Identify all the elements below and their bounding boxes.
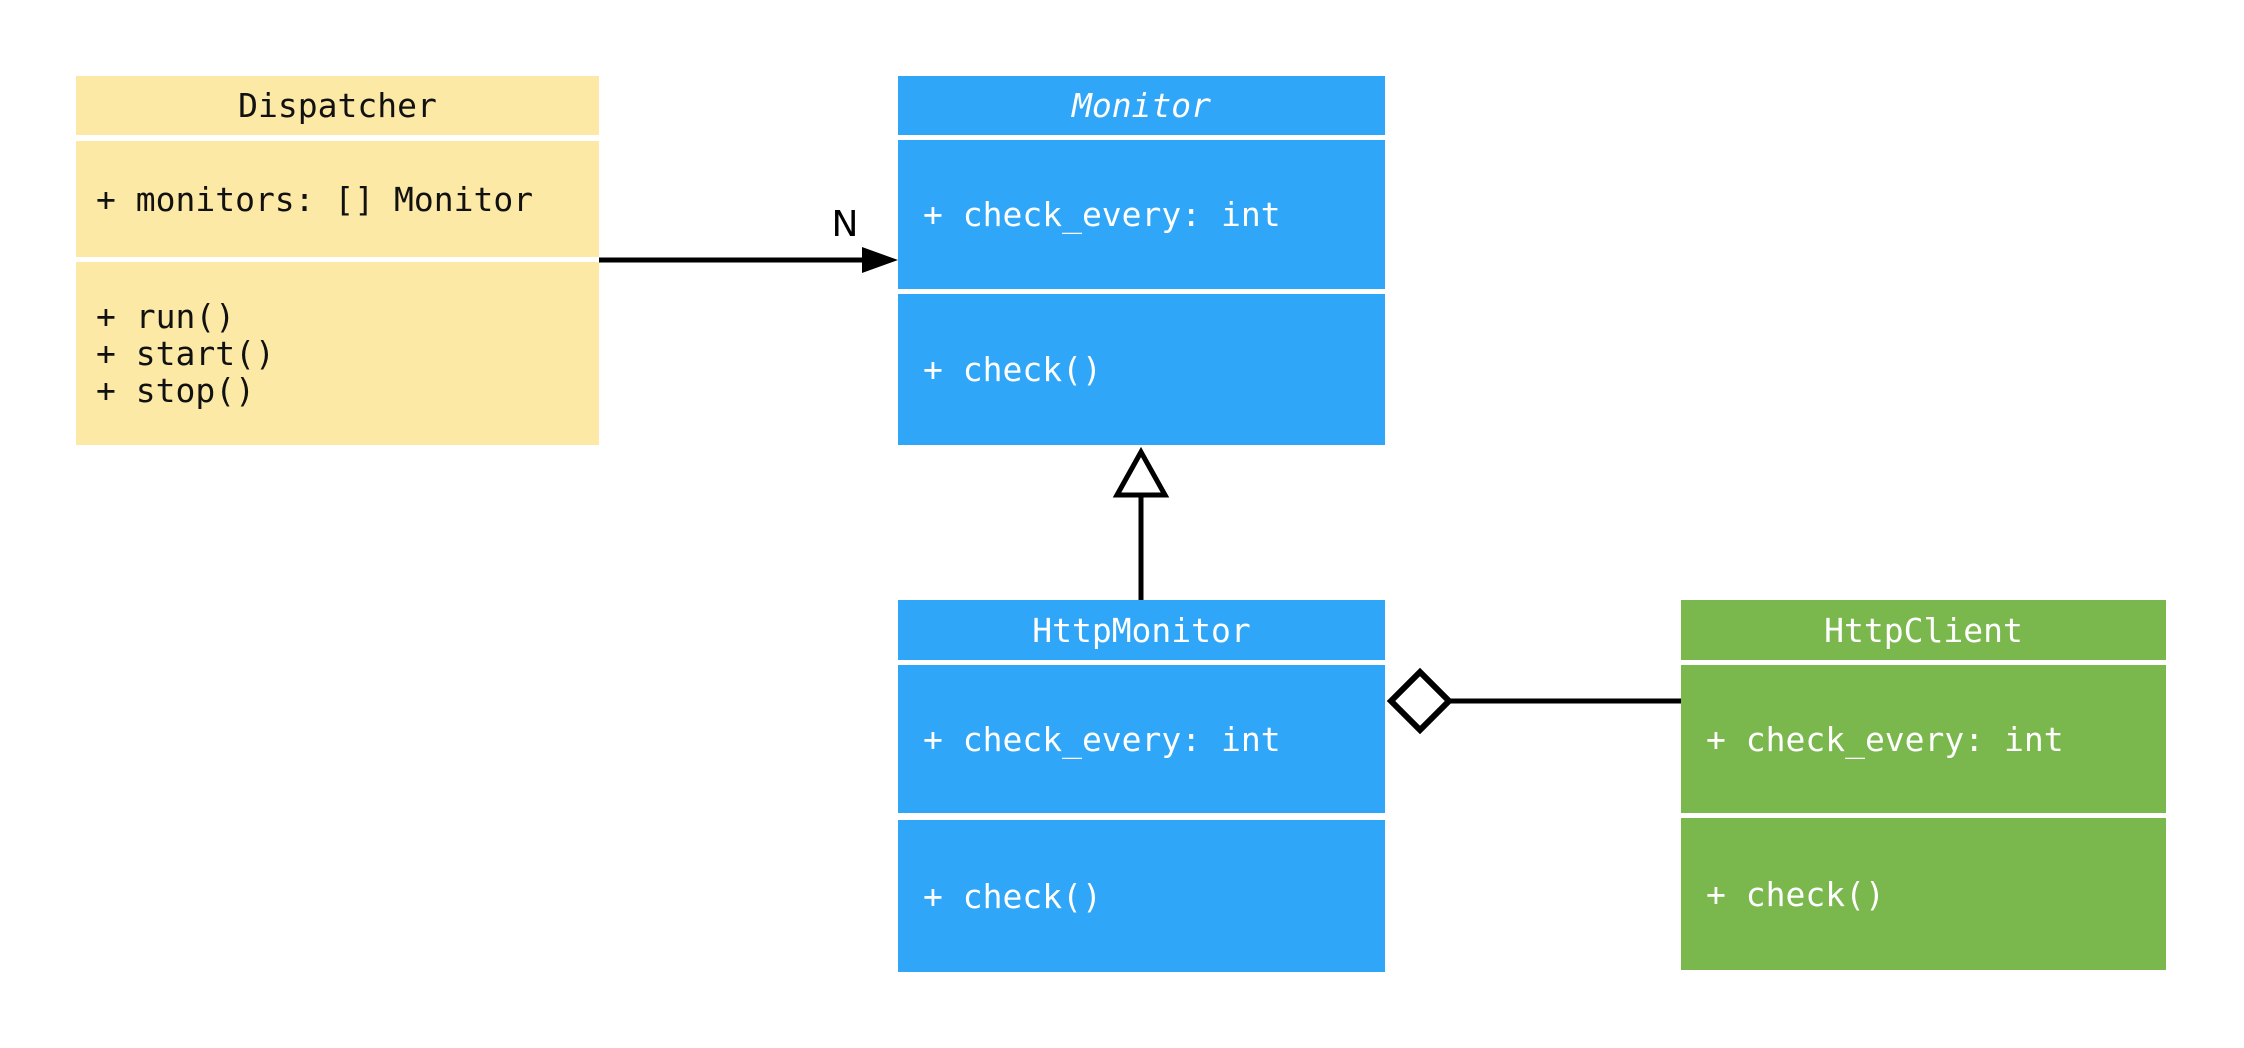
attribute-text: + check_every: int (923, 719, 1281, 759)
attribute-text: + check_every: int (923, 195, 1281, 234)
inheritance-triangle-icon (1112, 446, 1170, 498)
class-attributes: + check_every: int (898, 140, 1385, 289)
attribute-text: + check_every: int (1706, 719, 2064, 759)
association-arrowhead-icon (862, 247, 898, 273)
class-title: HttpClient (1681, 600, 2166, 660)
class-box-httpclient: HttpClient + check_every: int + check() (1681, 600, 2166, 970)
class-attributes: + check_every: int (1681, 665, 2166, 813)
class-methods: + check() (1681, 818, 2166, 970)
class-methods: + run() + start() + stop() (76, 262, 599, 445)
attribute-text: + monitors: [] Monitor (96, 179, 534, 219)
class-attributes: + check_every: int (898, 665, 1385, 813)
class-box-monitor: Monitor + check_every: int + check() (898, 76, 1385, 445)
method-text: + check() (1706, 874, 1885, 914)
method-text: + run() (96, 297, 236, 336)
class-box-httpmonitor: HttpMonitor + check_every: int + check() (898, 600, 1385, 972)
class-box-dispatcher: Dispatcher + monitors: [] Monitor + run(… (76, 76, 599, 445)
aggregation-diamond-icon (1386, 667, 1454, 735)
method-text: + check() (923, 350, 1102, 389)
inheritance-arrow (1112, 446, 1170, 601)
association-arrow (599, 247, 898, 273)
method-text: + check() (923, 876, 1102, 916)
class-title: Monitor (898, 76, 1385, 135)
multiplicity-label: N (831, 204, 859, 245)
class-title: HttpMonitor (898, 600, 1385, 660)
class-attributes: + monitors: [] Monitor (76, 141, 599, 257)
class-title: Dispatcher (76, 76, 599, 135)
class-methods: + check() (898, 294, 1385, 445)
method-text: + start() (96, 334, 275, 373)
method-text: + stop() (96, 371, 255, 410)
aggregation-connector (1386, 667, 1681, 735)
class-methods: + check() (898, 820, 1385, 972)
